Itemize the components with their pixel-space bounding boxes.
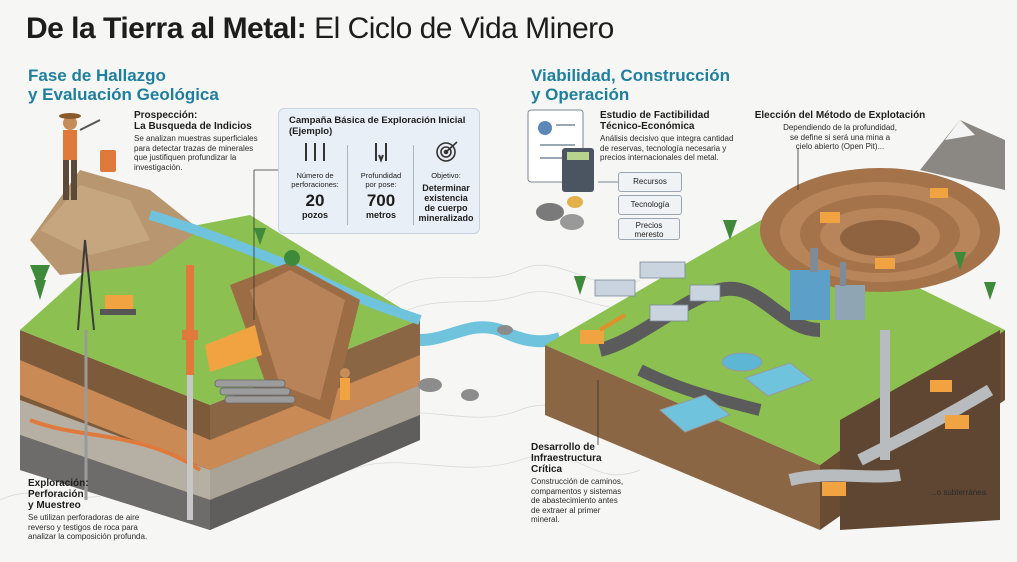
feasibility-document-icon (527, 109, 594, 192)
desarrollo-body-line: mineral. (531, 515, 560, 524)
estudio-body: Análisis decisivo que integra cantidad d… (600, 134, 760, 163)
exploracion-title: Perforación (28, 489, 84, 500)
campaign-stats-box: Campaña Básica de Exploración Inicial (E… (278, 108, 480, 234)
prospeccion-label: Prospección: La Busqueda de Indicios Se … (134, 110, 274, 172)
desarrollo-label: Desarrollo de Infraestructura Crítica Co… (531, 442, 661, 525)
prospeccion-body: Se analizan muestras superficiales para … (134, 134, 274, 172)
right-section-title-line2: y Operación (531, 85, 630, 104)
desarrollo-body-line: Construcción de caminos, (531, 477, 624, 486)
eleccion-body-line: Dependiendo de la profundidad, (783, 123, 897, 132)
eleccion-body: Dependiendo de la profundidad, se define… (745, 123, 935, 152)
estudio-body-line: de reservas, tecnología necesaria y (600, 143, 727, 153)
stat-unit: pozos (302, 210, 328, 220)
stat-perforaciones: Número de perforaciones: 20 pozos (285, 141, 345, 220)
desarrollo-body: Construcción de caminos, compamentos y s… (531, 477, 661, 525)
exploracion-label: Exploración: Perforación y Muestreo Se u… (28, 478, 198, 542)
eleccion-title: Elección del Método de Explotación (754, 110, 926, 121)
page-title-bold: De la Tierra al Metal: (26, 12, 307, 45)
campaign-title-line1: Campaña Básica de Exploración Inicial (289, 115, 466, 126)
ore-rocks-icon (536, 196, 584, 230)
exploration-block (20, 113, 422, 530)
page-title-light: El Ciclo de Vida Minero (314, 12, 614, 45)
desarrollo-title: Crítica (531, 464, 563, 475)
stat-caption: Profundidad (360, 171, 402, 180)
desarrollo-body-line: de abastecimiento antes (531, 496, 618, 505)
right-section-title: Viabilidad, Construcción y Operación (531, 66, 730, 104)
estudio-body-line: Análisis decisivo que integra cantidad (600, 134, 734, 143)
right-section-title-line1: Viabilidad, Construcción (531, 66, 730, 85)
prospeccion-body-line: que justifiquen profundizar la (134, 153, 237, 162)
prospeccion-title2: La Busqueda de Indicios (134, 121, 252, 132)
stat-objective-line: Determinar (422, 182, 470, 193)
stat-unit: metros (365, 210, 396, 220)
stat-objective-line: existencia (424, 192, 468, 203)
exploracion-body-line: analizar la composición profunda. (28, 532, 148, 541)
tag-recursos: Recursos (618, 172, 682, 192)
stat-number: 700 (366, 191, 396, 210)
campaign-title: Campaña Básica de Exploración Inicial (E… (289, 115, 465, 137)
estudio-body-line: precios internacionales del metal. (600, 153, 719, 162)
divider (347, 145, 348, 225)
exploracion-body-line: Se utilizan perforadoras de aire (28, 513, 140, 522)
prospeccion-body-line: para detectar trazas de minerales (134, 143, 254, 153)
left-section-title-line2: y Evaluación Geológica (28, 85, 219, 104)
estudio-title: Estudio de Factibilidad (600, 110, 710, 121)
exploracion-body-line: reverso y testigos de roca para (28, 522, 138, 532)
exploracion-title: y Muestreo (28, 500, 81, 511)
drill-bits-icon (305, 143, 325, 161)
tag-precios-line1: Precios (635, 221, 663, 230)
depth-gauge-icon (375, 143, 387, 163)
exploracion-body: Se utilizan perforadoras de aire reverso… (28, 513, 198, 542)
desarrollo-body-line: de extraer al primer (531, 505, 601, 515)
stat-objective-line: mineralizado (418, 212, 474, 223)
desarrollo-title: Desarrollo de (531, 442, 595, 453)
left-section-title: Fase de Hallazgo y Evaluación Geológica (28, 66, 219, 104)
stat-number: 20 (305, 191, 325, 210)
prospeccion-title1: Prospección: (134, 110, 198, 121)
estudio-label: Estudio de Factibilidad Técnico-Económic… (600, 110, 760, 163)
tag-precios-line2: meresto (634, 230, 664, 239)
stat-caption: Número de (296, 171, 334, 180)
exploracion-title: Exploración: (28, 478, 89, 489)
estudio-title: Técnico-Económica (600, 121, 695, 132)
stat-caption: Objetivo: (431, 171, 461, 180)
operation-block (545, 120, 1005, 530)
target-icon (436, 141, 458, 162)
desarrollo-title: Infraestructura (531, 453, 602, 464)
campaign-title-line2: (Ejemplo) (289, 126, 333, 137)
eleccion-label: Elección del Método de Explotación Depen… (745, 110, 935, 152)
tag-tecnologia: Tecnología (618, 195, 682, 215)
desarrollo-body-line: compamentos y sistemas (531, 486, 622, 496)
stat-profundidad: Profundidad por pose: 700 metros (351, 141, 411, 220)
eleccion-body-line: cielo abierto (Open Pit)... (795, 142, 885, 151)
prospeccion-body-line: investigación. (134, 162, 183, 172)
stat-caption: perforaciones: (291, 179, 339, 189)
tag-precios: Precios meresto (618, 218, 680, 240)
stat-objective-line: de cuerpo (424, 202, 468, 213)
river-rocks (418, 325, 513, 401)
subterranea-label: ...o subterránea. (930, 488, 989, 497)
left-section-title-line1: Fase de Hallazgo (28, 66, 166, 85)
stat-objetivo: Objetivo: Determinar existencia de cuerp… (415, 141, 477, 223)
divider (413, 145, 414, 225)
page-title: De la Tierra al Metal: El Ciclo de Vida … (26, 12, 614, 46)
leader-lines (253, 148, 799, 445)
prospeccion-body-line: Se analizan muestras superficiales (134, 134, 258, 143)
stat-caption: por pose: (365, 179, 397, 189)
eleccion-body-line: se define si será una mina a (789, 132, 891, 142)
